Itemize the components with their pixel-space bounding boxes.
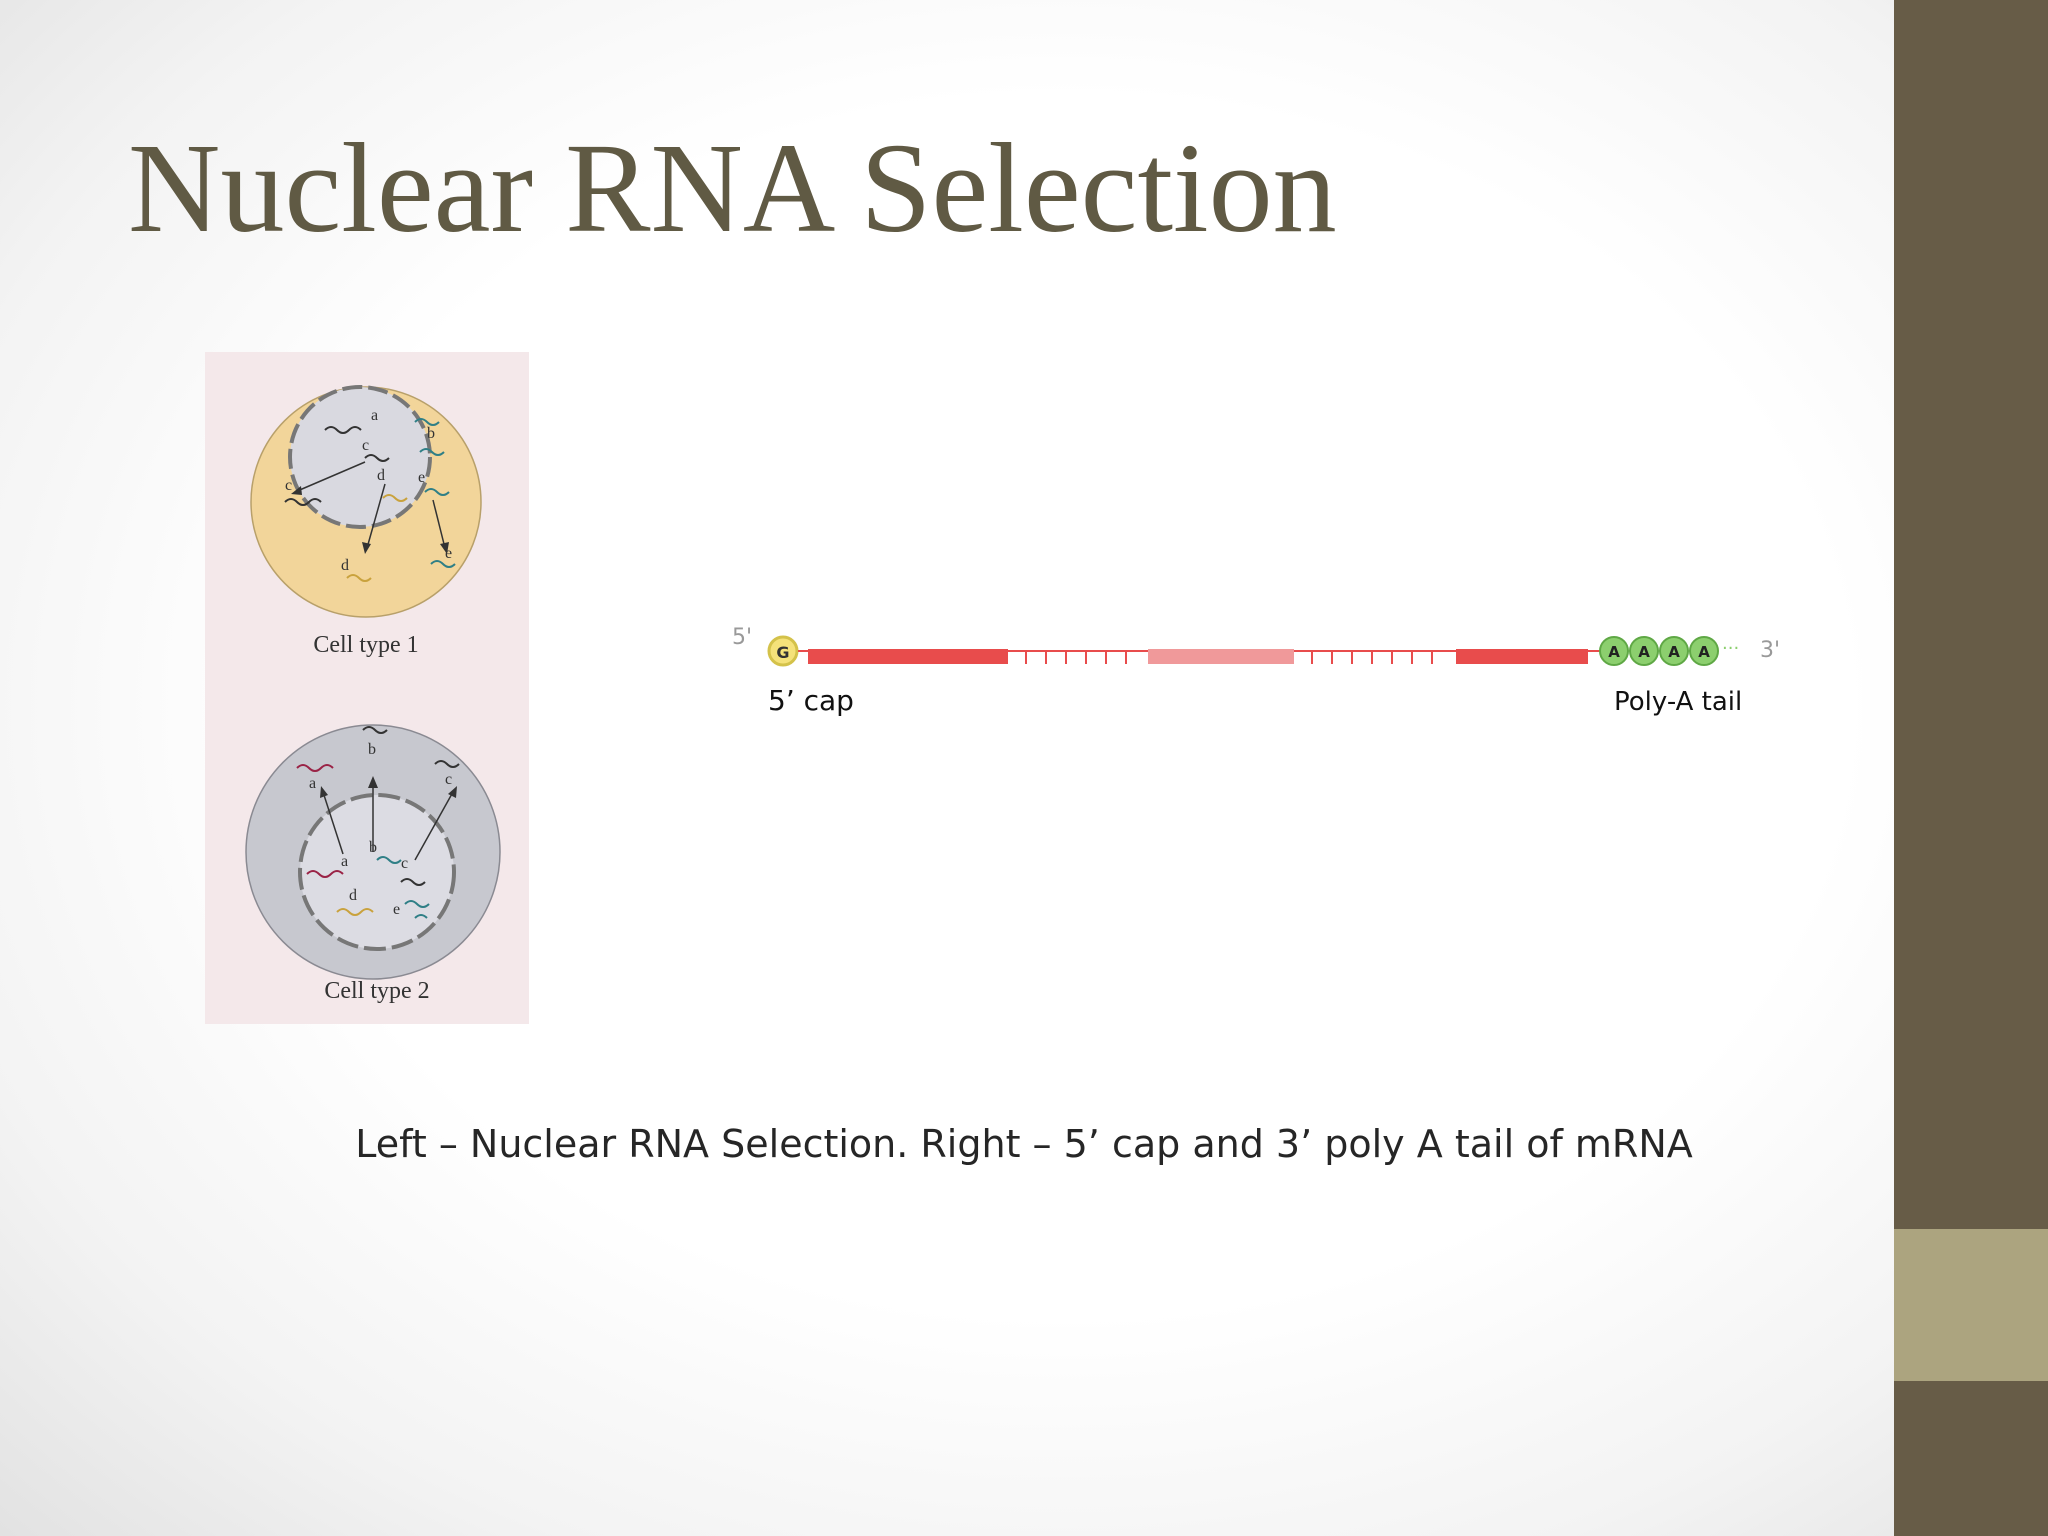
rna-label-b: b [427,425,435,442]
poly-a-tail-label: Poly-A tail [1614,687,1742,717]
export-arrow-a [322,791,344,855]
export-arrow-d [366,483,386,549]
cell-type-2: a b c a b c d e Cell type 2 [245,724,501,1004]
cyto-label-c: c [285,477,292,494]
rna-e-nuclear [414,914,428,919]
rna-c-nuclear [364,454,390,462]
cyto-label-e: e [445,545,452,562]
rna-label-e: e [418,469,425,486]
poly-a-bead-1 [1599,636,1629,666]
rna-b2-nuclear [419,448,445,456]
rna-label-d: d [377,467,385,484]
nuclear-envelope [288,385,432,529]
rna-d-nuclear [382,494,408,502]
cell-type-1: a b c d e c d e Cell type 1 [250,385,482,658]
rna-label-c: c [401,855,408,872]
rna-label-a: a [341,853,348,870]
rna-label-d: d [349,887,357,904]
rna-d-cytoplasm [346,574,372,582]
cap-base: G [776,643,789,662]
rna-label-a: a [371,407,378,424]
poly-a-base-1: A [1608,643,1620,661]
figure-caption: Left – Nuclear RNA Selection. Right – 5’… [355,1122,1693,1166]
cyto-label-a: a [309,775,316,792]
mrna-structure-diagram: 5' G A A A A ··· 3' 5’ cap Poly-A tail [732,625,1780,717]
export-arrow-e [432,499,446,549]
nuclear-rna-selection-figure: a b c d e c d e Cell type 1 [205,352,529,1024]
rna-b-nuclear [414,418,440,426]
nuclear-envelope [298,793,456,951]
rna-c2-nuclear [404,900,430,908]
slide-title: Nuclear RNA Selection [128,117,1337,259]
rna-label-b: b [369,839,377,856]
cell-label-2: Cell type 2 [324,978,429,1004]
cyto-label-b: b [368,741,376,758]
exon-1 [808,649,1008,664]
cap-label: 5’ cap [768,684,854,717]
poly-a-continuation-dots: ··· [1722,638,1739,659]
poly-a-bead-2 [1629,636,1659,666]
export-arrow-c [414,791,454,861]
sidebar-accent-block [1894,1229,2048,1381]
poly-a-base-2: A [1638,643,1650,661]
rna-label-c: c [362,437,369,454]
cyto-label-c: c [445,771,452,788]
rna-b-nuclear [376,856,402,864]
rna-c-nuclear [400,878,426,886]
cell-label-1: Cell type 1 [313,632,418,658]
rna-a-nuclear [306,870,344,878]
poly-a-bead-3 [1659,636,1689,666]
rna-e-cytoplasm [430,560,456,568]
export-arrow-c [294,461,366,493]
five-prime-end-label: 5' [732,625,752,650]
poly-a-base-4: A [1698,643,1710,661]
rna-d-nuclear [336,908,374,916]
poly-a-bead-4 [1689,636,1719,666]
rna-a-nuclear [324,426,362,434]
rna-c-cytoplasm [434,760,460,768]
exon-2 [1148,649,1294,664]
rna-b-cytoplasm [362,726,388,734]
rna-a-cytoplasm [296,764,334,772]
rna-label-e: e [393,901,400,918]
cyto-label-d: d [341,557,349,574]
cap-circle [767,635,799,667]
exon-3 [1456,649,1588,664]
intron-1-ticks [1025,651,1127,664]
three-prime-end-label: 3' [1760,638,1780,663]
rna-e-nuclear [424,488,450,496]
rna-c-cytoplasm [284,498,322,506]
poly-a-base-3: A [1668,643,1680,661]
intron-2-ticks [1311,651,1433,664]
